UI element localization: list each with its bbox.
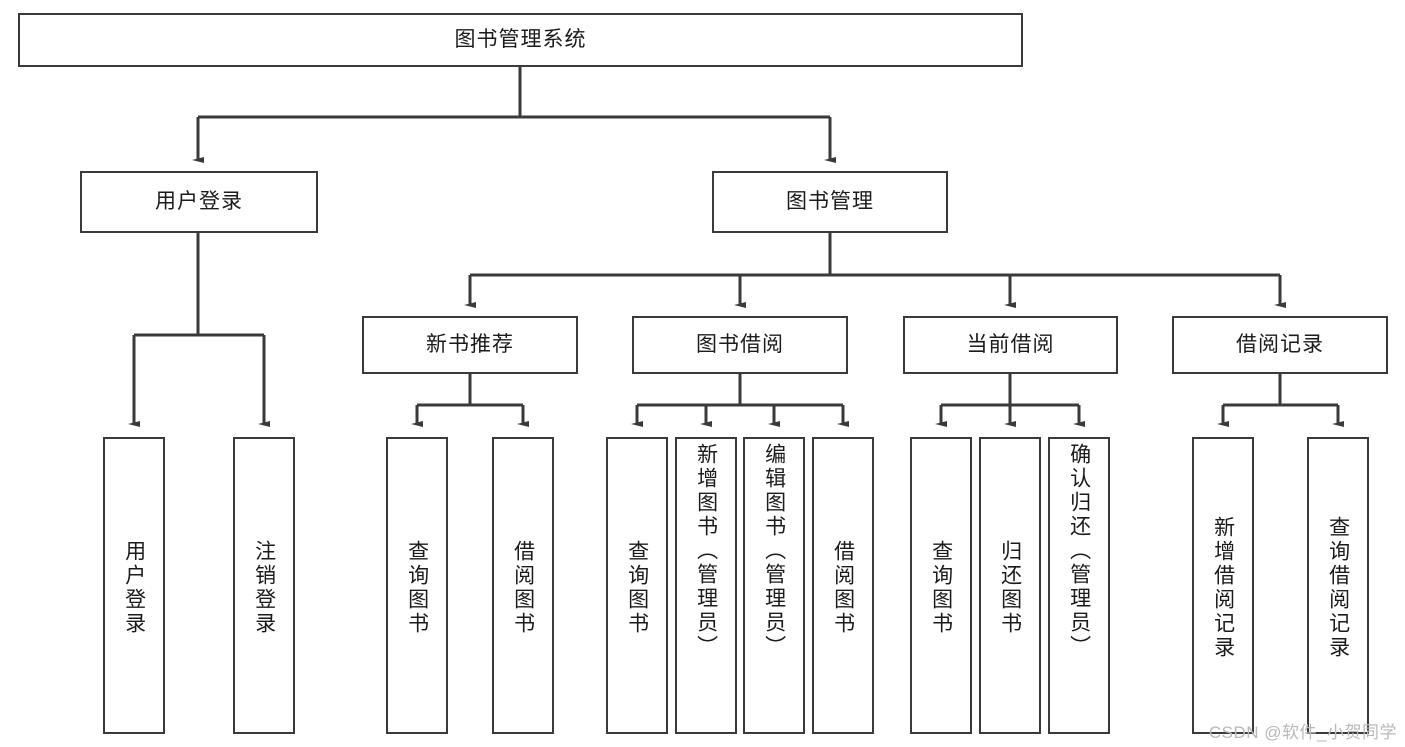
node-label: 查询图书 [929, 539, 953, 636]
node-label: 注销登录 [252, 539, 276, 636]
node-label: 新增借阅记录 [1211, 515, 1235, 660]
node-leaf-add-borrow-record[interactable]: 新增借阅记录 [1192, 437, 1254, 734]
csdn-watermark: CSDN @软件_小贺同学 [1208, 723, 1397, 742]
node-leaf-query-book-borrow[interactable]: 查询图书 [606, 437, 668, 734]
node-leaf-borrow-book[interactable]: 借阅图书 [812, 437, 874, 734]
node-label: 借阅记录 [1236, 333, 1324, 357]
node-label: 新增图书（管理员） [694, 443, 718, 659]
node-label: 查询图书 [405, 539, 429, 636]
node-label: 借阅图书 [511, 539, 535, 636]
node-user-login[interactable]: 用户登录 [80, 171, 318, 233]
node-label: 用户登录 [122, 539, 146, 636]
node-label: 图书管理 [786, 190, 874, 214]
node-leaf-add-book-admin[interactable]: 新增图书（管理员） [675, 437, 737, 734]
node-label: 图书管理系统 [454, 28, 587, 52]
node-root-book-management-system[interactable]: 图书管理系统 [18, 13, 1023, 67]
node-leaf-confirm-return-admin[interactable]: 确认归还（管理员） [1048, 437, 1110, 734]
node-leaf-borrow-book-recommend[interactable]: 借阅图书 [492, 437, 554, 734]
node-label: 借阅图书 [831, 539, 855, 636]
node-label: 编辑图书（管理员） [762, 443, 786, 659]
node-label: 归还图书 [998, 539, 1022, 636]
node-leaf-return-book[interactable]: 归还图书 [979, 437, 1041, 734]
node-leaf-user-login[interactable]: 用户登录 [103, 437, 165, 734]
node-leaf-logout[interactable]: 注销登录 [233, 437, 295, 734]
node-new-book-recommend[interactable]: 新书推荐 [362, 316, 578, 374]
node-book-management[interactable]: 图书管理 [712, 171, 948, 233]
node-label: 查询图书 [625, 539, 649, 636]
node-leaf-query-book-recommend[interactable]: 查询图书 [386, 437, 448, 734]
node-leaf-edit-book-admin[interactable]: 编辑图书（管理员） [743, 437, 805, 734]
node-label: 查询借阅记录 [1326, 515, 1350, 660]
node-borrow-record[interactable]: 借阅记录 [1172, 316, 1388, 374]
node-label: 确认归还（管理员） [1067, 443, 1091, 659]
node-label: 图书借阅 [696, 333, 784, 357]
node-leaf-query-borrow-record[interactable]: 查询借阅记录 [1307, 437, 1369, 734]
node-label: 当前借阅 [966, 333, 1055, 357]
node-label: 新书推荐 [426, 333, 514, 357]
node-leaf-query-book-current[interactable]: 查询图书 [910, 437, 972, 734]
node-current-borrow[interactable]: 当前借阅 [903, 316, 1118, 374]
node-book-borrow[interactable]: 图书借阅 [632, 316, 848, 374]
node-label: 用户登录 [155, 190, 243, 214]
